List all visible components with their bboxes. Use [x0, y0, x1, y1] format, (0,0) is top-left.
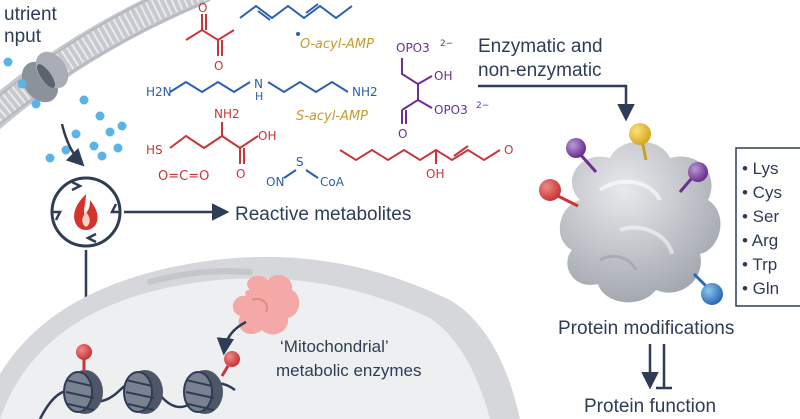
- residue-list-box: [735, 147, 800, 307]
- hne-structure: [339, 145, 501, 164]
- enzymatic-label-line1: Enzymatic and: [478, 36, 603, 57]
- co2-label: O=C=O: [158, 169, 209, 184]
- nitroso-coa-structure: [283, 169, 319, 179]
- nutrient-label-line2: nput: [4, 26, 42, 47]
- bisphosphoglycerate-structure: [401, 58, 433, 124]
- enzymatic-label-line2: non-enzymatic: [478, 60, 602, 81]
- mito-enzymes-label-line1: ‘Mitochondrial’: [280, 337, 389, 356]
- phospho-oh-label: OH: [434, 69, 452, 83]
- cysteine-structure: [169, 122, 259, 164]
- modification-arrow: [478, 84, 635, 122]
- cysteine-o-label: O: [236, 167, 245, 181]
- mod-ball-red: [539, 179, 561, 201]
- ketone-oxygen-label: O: [198, 1, 207, 15]
- spermidine-h-label: H: [255, 90, 263, 103]
- nitroso-on-label: ON: [266, 175, 284, 189]
- chromatin: [38, 344, 240, 419]
- residue-item: • Trp: [742, 255, 777, 274]
- mito-enzymes-label-line2: metabolic enzymes: [276, 361, 422, 380]
- mod-ball-blue: [701, 283, 723, 305]
- spermidine-structure: [169, 80, 349, 94]
- hne-oh-label: OH: [426, 167, 444, 181]
- residue-item: • Arg: [742, 231, 778, 250]
- protein-icon: [559, 141, 721, 303]
- mod-ball-purple-2: [688, 162, 708, 182]
- phospho-opo3-top-label: OPO3: [396, 41, 430, 55]
- nutrient-arrow: [60, 123, 85, 167]
- aldehyde-oxygen-label: O: [214, 59, 223, 73]
- histone-modification-1: [76, 344, 92, 360]
- mod-ball-purple-1: [566, 138, 586, 158]
- phospho-charge-bottom-label: 2−: [476, 101, 489, 111]
- o-acyl-amp-label: O-acyl-AMP: [300, 37, 374, 52]
- phospho-charge-top-label: 2−: [440, 39, 453, 49]
- reactive-metabolites-label: Reactive metabolites: [235, 204, 411, 225]
- cysteine-oh-label: OH: [258, 129, 276, 143]
- s-acyl-amp-label: S-acyl-AMP: [296, 109, 368, 124]
- mitochondrial-enzyme-icon: [232, 275, 300, 335]
- nutrient-molecules: [3, 57, 127, 163]
- residue-item: • Cys: [742, 183, 782, 202]
- nucleosome-1: [63, 370, 103, 414]
- residue-item: • Gln: [742, 279, 779, 298]
- flame-icon: [74, 194, 98, 230]
- protein-modifications-label: Protein modifications: [558, 318, 734, 339]
- spermidine-h2n-label: H2N: [146, 85, 172, 99]
- membrane-transporter: [21, 51, 69, 103]
- protein-function-label: Protein function: [584, 396, 716, 417]
- nucleosome-3: [183, 370, 223, 414]
- residue-item: • Ser: [742, 207, 779, 226]
- phospho-o-label: O: [398, 127, 407, 141]
- cell-membrane: [0, 0, 211, 130]
- spermidine-n-label: N: [254, 77, 263, 91]
- mod-ball-gold: [629, 123, 651, 145]
- cysteine-nh2-label: NH2: [214, 107, 240, 121]
- nitroso-coa-label: CoA: [320, 175, 345, 189]
- nutrient-label-line1: utrient: [4, 4, 58, 25]
- spermidine-nh2-label: NH2: [352, 85, 378, 99]
- histone-modification-2: [224, 351, 240, 367]
- polyene-structure: [239, 3, 353, 21]
- methylglyoxal-structure: [185, 14, 235, 56]
- enzyme-arrow: [216, 320, 247, 356]
- histone-mark-stalk-2: [220, 365, 230, 377]
- nucleosome-2: [123, 370, 163, 414]
- cysteine-sh-label: HS: [146, 143, 163, 157]
- residue-item: • Lys: [742, 159, 779, 178]
- hne-o-label: O: [504, 143, 513, 157]
- phospho-opo3-bottom-label: OPO3: [434, 103, 468, 117]
- protein-modifications-marks: [539, 123, 723, 305]
- radical-dot: [296, 32, 300, 36]
- nitroso-s-label: S: [296, 155, 304, 169]
